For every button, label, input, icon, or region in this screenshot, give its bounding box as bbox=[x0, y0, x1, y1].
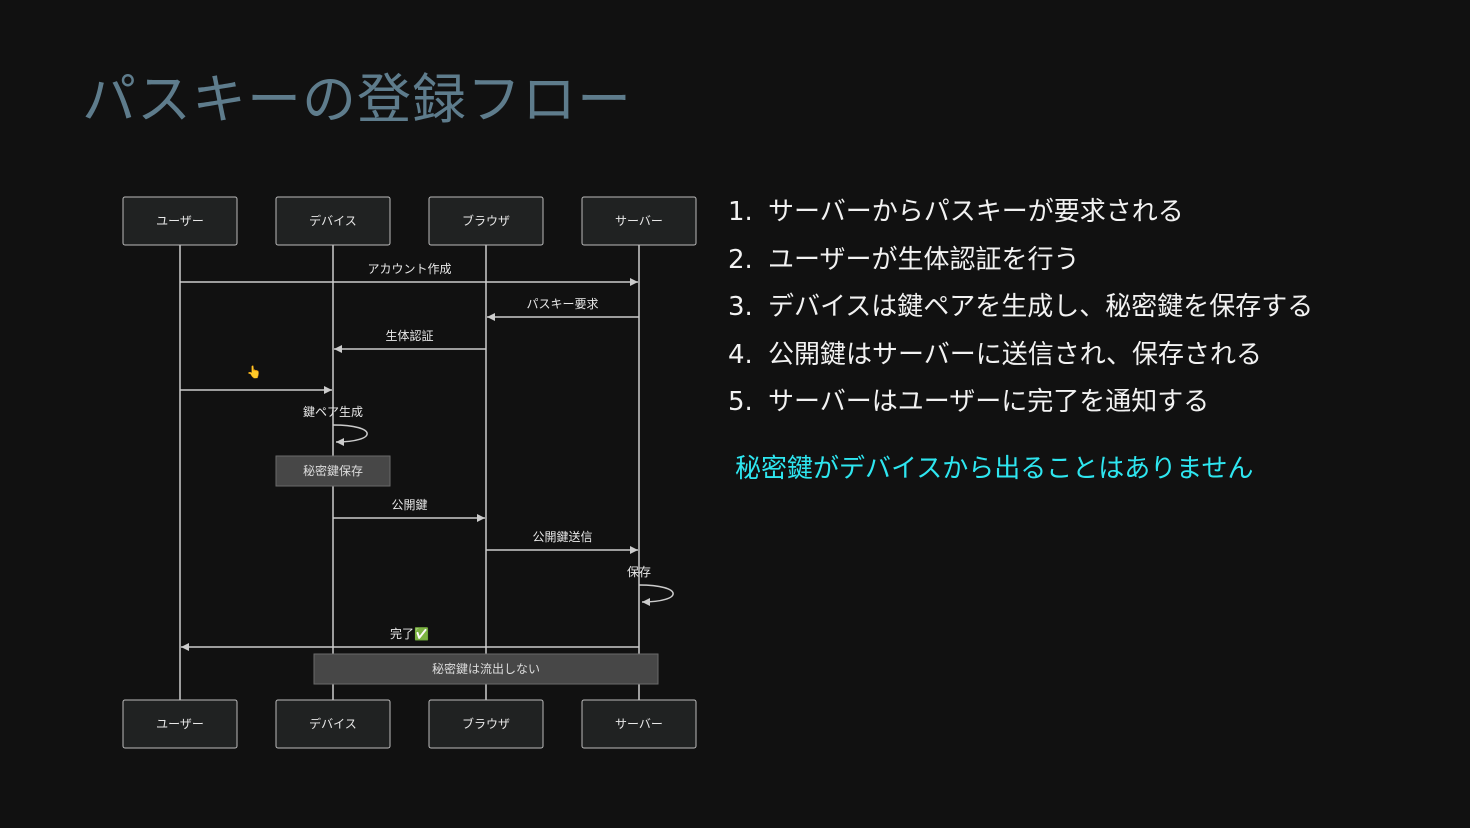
steps-list: 1. サーバーからパスキーが要求される 2. ユーザーが生体認証を行う 3. デバイスは鍵… bbox=[728, 192, 1313, 430]
note-box bbox=[313, 653, 659, 685]
participant-box-top bbox=[428, 196, 544, 246]
security-note: 秘密鍵がデバイスから出ることはありません bbox=[735, 454, 1254, 484]
participant-label: サーバー bbox=[615, 717, 663, 731]
step-text: サーバーはユーザーに完了を通知する bbox=[768, 387, 1210, 417]
self-message-arrow bbox=[638, 584, 674, 606]
slide-title: パスキーの登録フロー bbox=[82, 68, 632, 131]
pointer-icon: 👆 bbox=[247, 365, 262, 379]
participant-label: サーバー bbox=[615, 214, 663, 228]
step-text: デバイスは鍵ペアを生成し、秘密鍵を保存する bbox=[768, 292, 1314, 322]
participant-box-top bbox=[275, 196, 391, 246]
self-message-arrow bbox=[332, 424, 368, 446]
message-label: 生体認証 bbox=[385, 328, 433, 343]
message-label: アカウント作成 bbox=[367, 262, 451, 276]
participant-box-top bbox=[122, 196, 238, 246]
participant-label: ブラウザ bbox=[462, 716, 510, 731]
participant-box-bottom bbox=[275, 699, 391, 749]
participant-box-bottom bbox=[122, 699, 238, 749]
participant-label: ブラウザ bbox=[462, 213, 510, 228]
message-label: 完了✅ bbox=[390, 626, 429, 641]
step-number: 4. bbox=[728, 339, 753, 370]
note-label: 秘密鍵は流出しない bbox=[432, 661, 540, 676]
participant-label: ユーザー bbox=[156, 214, 204, 228]
step-item: 5. サーバーはユーザーに完了を通知する bbox=[728, 382, 1313, 430]
step-item: 3. デバイスは鍵ペアを生成し、秘密鍵を保存する bbox=[728, 287, 1313, 335]
message-label: 保存 bbox=[627, 565, 651, 579]
participant-label: デバイス bbox=[309, 716, 357, 731]
message-label: パスキー要求 bbox=[526, 297, 598, 311]
step-item: 4. 公開鍵はサーバーに送信され、保存される bbox=[728, 335, 1313, 383]
note-label: 秘密鍵保存 bbox=[303, 463, 363, 478]
message-label: 公開鍵送信 bbox=[532, 529, 592, 544]
note-box bbox=[275, 455, 391, 487]
step-number: 1. bbox=[728, 197, 753, 227]
message-label: 公開鍵 bbox=[391, 497, 427, 512]
participant-label: デバイス bbox=[309, 213, 357, 228]
step-text: 公開鍵はサーバーに送信され、保存される bbox=[768, 339, 1263, 370]
step-item: 1. サーバーからパスキーが要求される bbox=[728, 192, 1313, 240]
participant-box-bottom bbox=[428, 699, 544, 749]
step-number: 3. bbox=[728, 292, 753, 322]
step-number: 5. bbox=[728, 387, 753, 417]
step-text: ユーザーが生体認証を行う bbox=[768, 244, 1080, 275]
participant-box-top bbox=[581, 196, 697, 246]
step-number: 2. bbox=[728, 244, 753, 275]
step-text: サーバーからパスキーが要求される bbox=[768, 197, 1184, 227]
message-label: 鍵ペア生成 bbox=[303, 404, 363, 419]
step-item: 2. ユーザーが生体認証を行う bbox=[728, 240, 1313, 288]
participant-label: ユーザー bbox=[156, 717, 204, 731]
participant-box-bottom bbox=[581, 699, 697, 749]
